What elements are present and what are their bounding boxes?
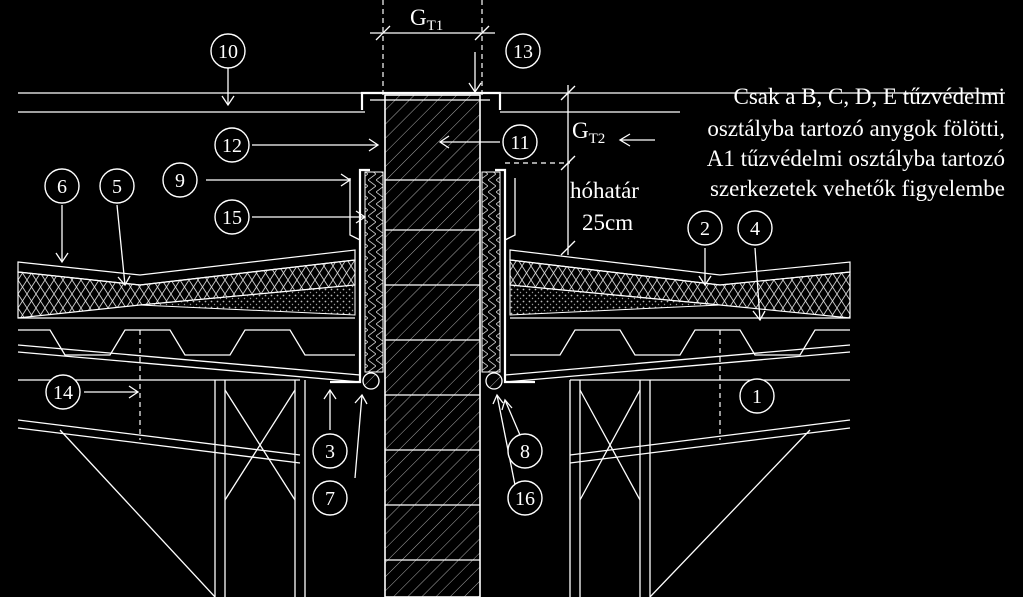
callout-14: 14 [45,374,81,410]
svg-text:14: 14 [53,382,73,404]
svg-text:A1 tűzvédelmi osztályba tartoz: A1 tűzvédelmi osztályba tartozó [707,146,1005,171]
callout-13: 13 [505,33,541,69]
svg-text:13: 13 [513,41,533,63]
callout-7: 7 [312,480,348,516]
gt1-dimension: GT1 [370,5,495,41]
callout-1: 1 [739,378,775,414]
steel-truss-left [17,330,306,597]
callout-5: 5 [99,168,135,204]
svg-text:11: 11 [510,132,529,154]
svg-text:2: 2 [700,218,710,240]
reference-lines [18,92,680,113]
callout-9: 9 [162,162,198,198]
callout-12: 12 [214,127,250,163]
fire-protection-note: Csak a B, C, D, E tűzvédelmi osztályba t… [570,84,1005,235]
svg-text:szerkezetek vehetők figyelembe: szerkezetek vehetők figyelembe [710,176,1005,201]
roof-layers-right [495,168,851,384]
callout-8: 8 [507,433,543,469]
svg-text:7: 7 [325,488,335,510]
gt1-label: GT1 [410,5,443,34]
svg-text:6: 6 [57,176,67,198]
callout-4: 4 [737,210,773,246]
snow-line-label: hóhatár [570,178,639,203]
callout-2: 2 [687,210,723,246]
svg-text:10: 10 [218,41,238,63]
svg-text:1: 1 [752,386,762,408]
svg-text:12: 12 [222,135,242,157]
steel-truss-right [569,330,851,597]
roof-layers-left [17,168,370,384]
svg-text:15: 15 [222,207,242,229]
callout-3: 3 [312,433,348,469]
callout-10: 10 [210,33,246,69]
svg-text:8: 8 [520,441,530,463]
svg-text:3: 3 [325,441,335,463]
snow-line-value: 25cm [582,210,633,235]
callout-16: 16 [507,480,543,516]
svg-text:4: 4 [750,218,760,240]
svg-text:9: 9 [175,170,185,192]
svg-text:5: 5 [112,176,122,198]
callout-11: 11 [502,124,538,160]
svg-text:Csak a B, C, D, E tűzvédelmi: Csak a B, C, D, E tűzvédelmi [734,84,1006,109]
chimney [349,0,516,597]
gt2-label: GT2 [572,118,605,147]
leader-lines [55,52,766,486]
svg-text:osztályba tartozó anygok fölöt: osztályba tartozó anygok fölötti, [707,116,1005,141]
callout-15: 15 [214,199,250,235]
svg-text:16: 16 [515,488,535,510]
callout-6: 6 [44,168,80,204]
gt2-dimension: GT2 [505,85,655,256]
